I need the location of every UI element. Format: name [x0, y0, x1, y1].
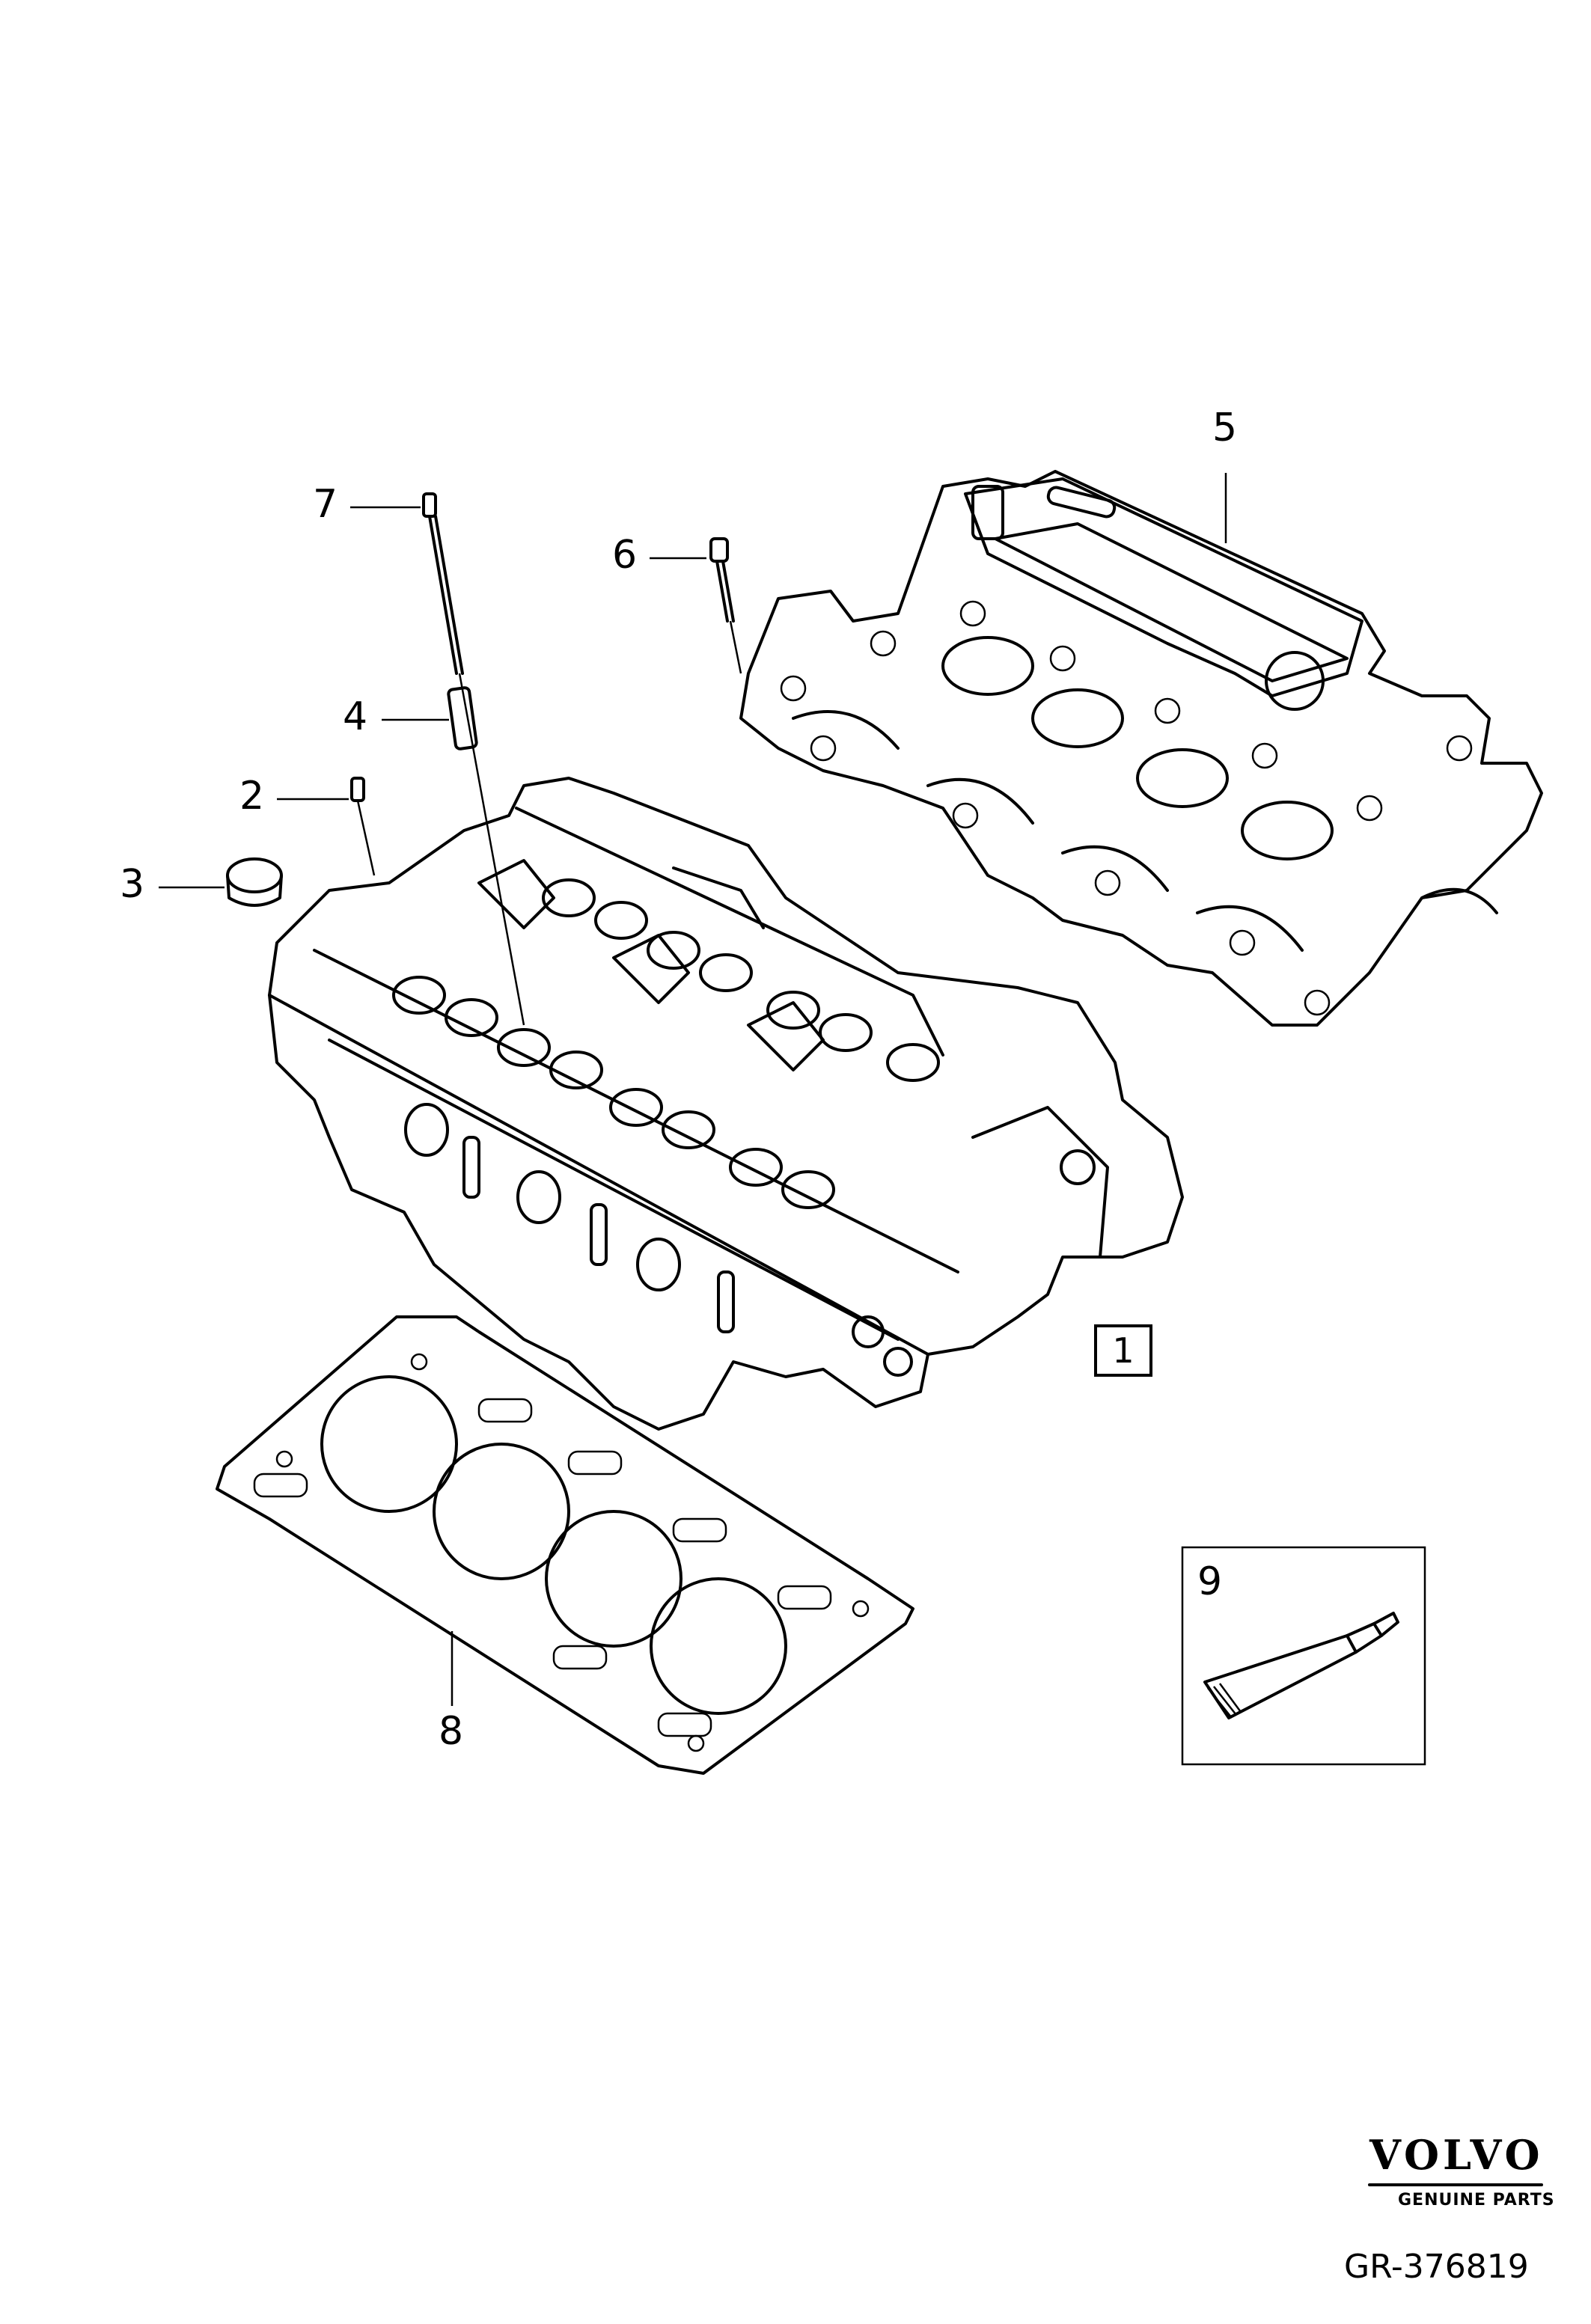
callout-4: 4 — [343, 694, 368, 739]
expansion-plug-part-3 — [226, 857, 283, 907]
diagram-reference: GR-376819 — [1344, 2248, 1529, 2286]
bolt-part-6 — [709, 537, 742, 674]
callout-9: 9 — [1197, 1559, 1223, 1604]
cylinder-head-part-1 — [268, 777, 1184, 1431]
callout-7: 7 — [313, 482, 338, 527]
dowel-pin-part-2 — [350, 777, 376, 876]
sealant-tube-part-9 — [1203, 1612, 1399, 1719]
callout-3: 3 — [120, 862, 145, 907]
sealant-box — [1181, 1546, 1426, 1766]
callout-1-box: 1 — [1094, 1324, 1152, 1377]
callout-2: 2 — [239, 774, 265, 819]
head-bolt-part-7 — [422, 492, 525, 1026]
callout-5: 5 — [1212, 406, 1238, 450]
dowel-sleeve-part-4 — [447, 686, 478, 750]
genuine-parts-label: GENUINE PARTS — [1398, 2191, 1555, 2210]
callout-8: 8 — [439, 1709, 464, 1754]
camshaft-cover-part-5 — [739, 470, 1543, 1027]
volvo-logo: VOLVO — [1369, 2131, 1544, 2179]
head-gasket-part-8 — [216, 1315, 914, 1775]
callout-6: 6 — [612, 533, 638, 578]
